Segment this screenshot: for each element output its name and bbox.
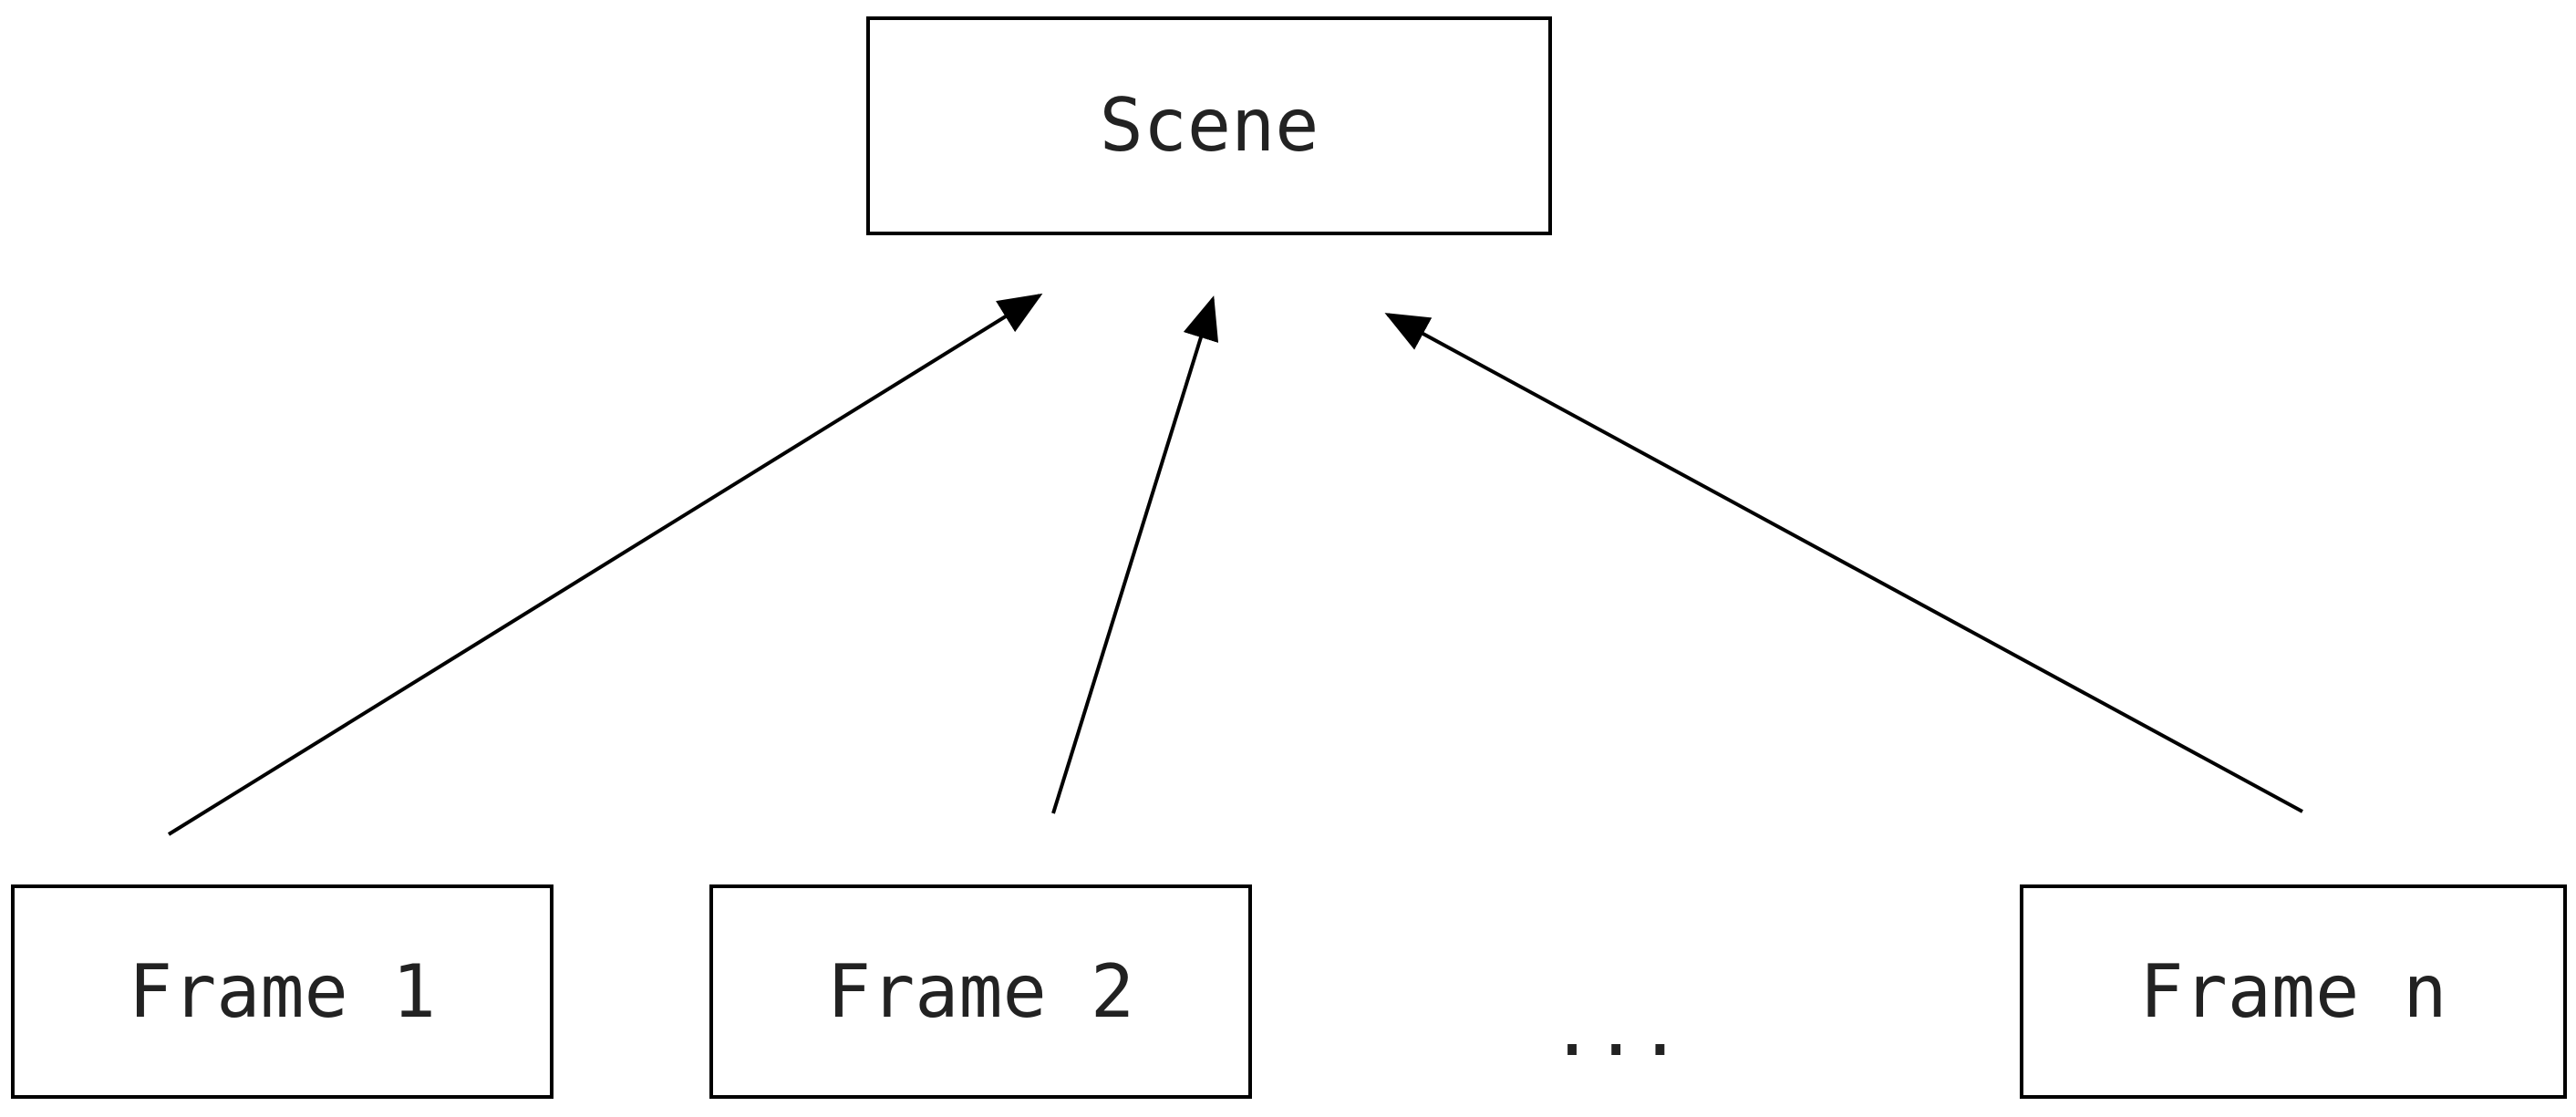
frame-n-label: Frame n: [2139, 948, 2447, 1034]
scene-node: Scene: [866, 16, 1552, 235]
frame-1-label: Frame 1: [128, 948, 437, 1034]
scene-label: Scene: [1099, 83, 1319, 168]
edge-frame-2-to-scene: [1051, 295, 1219, 814]
edge-frame-n-to-scene: [1384, 313, 2303, 813]
frame-n-node: Frame n: [2020, 884, 2567, 1099]
frame-2-node: Frame 2: [709, 884, 1252, 1099]
edge-frame-1-to-scene: [167, 293, 1043, 836]
frame-2-label: Frame 2: [826, 948, 1135, 1034]
ellipsis-text: ...: [1550, 988, 1682, 1072]
frame-1-node: Frame 1: [11, 884, 553, 1099]
